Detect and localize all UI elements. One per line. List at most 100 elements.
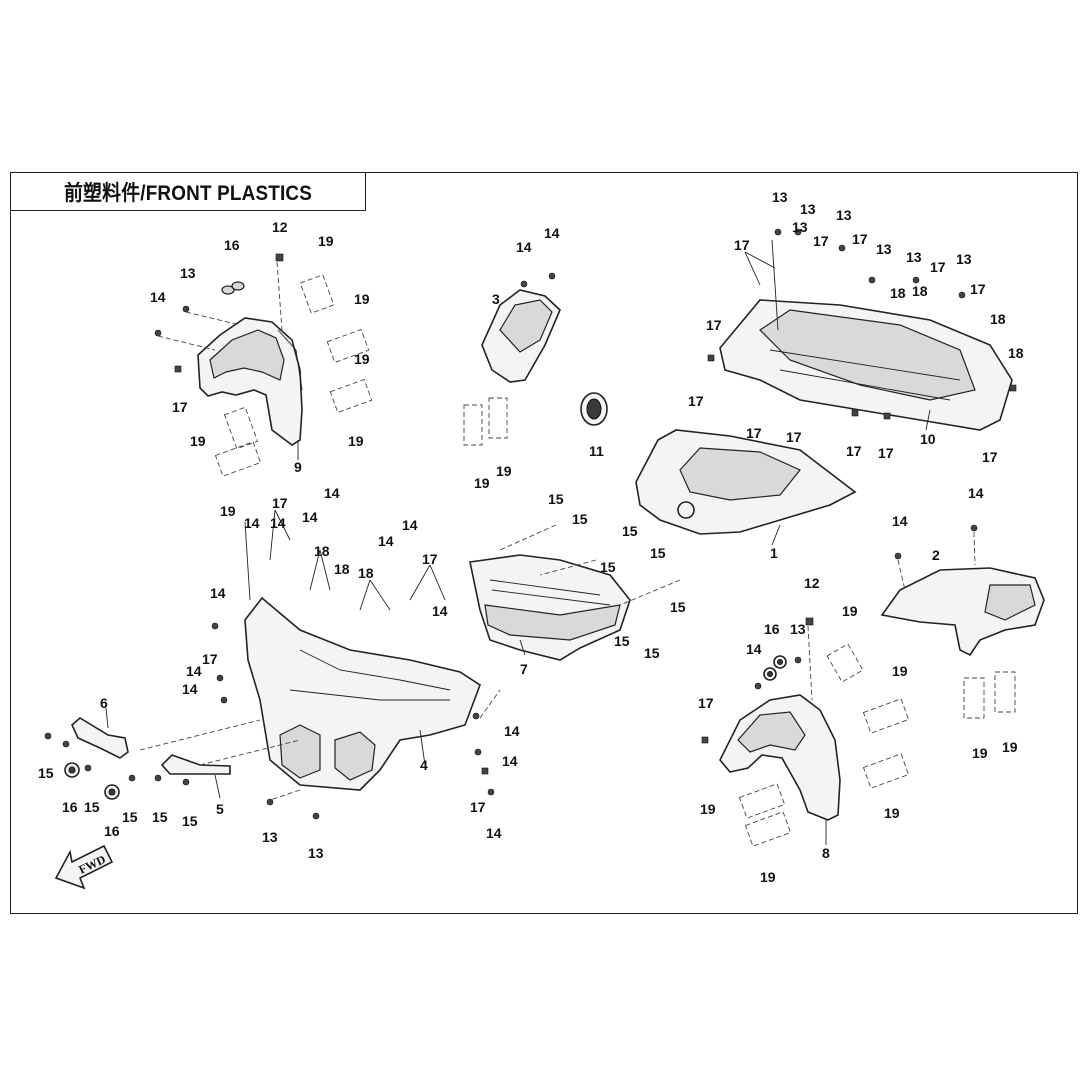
callout-18: 18 [990, 311, 1006, 327]
callout-14: 14 [210, 585, 226, 601]
callout-15: 15 [650, 545, 666, 561]
callout-14: 14 [150, 289, 166, 305]
callout-13: 13 [772, 189, 788, 205]
callout-14: 14 [504, 723, 520, 739]
callout-18: 18 [912, 283, 928, 299]
callout-19: 19 [474, 475, 490, 491]
callout-17: 17 [470, 799, 486, 815]
callout-15: 15 [548, 491, 564, 507]
callout-2: 2 [932, 547, 940, 563]
callout-18: 18 [1008, 345, 1024, 361]
callout-3: 3 [492, 291, 500, 307]
part-right-side-panel [880, 567, 1045, 657]
callout-19: 19 [190, 433, 206, 449]
diagram-frame [10, 172, 1078, 914]
callout-16: 16 [62, 799, 78, 815]
callout-17: 17 [172, 399, 188, 415]
callout-14: 14 [544, 225, 560, 241]
callout-17: 17 [930, 259, 946, 275]
callout-15: 15 [84, 799, 100, 815]
callout-19: 19 [760, 869, 776, 885]
callout-15: 15 [622, 523, 638, 539]
part-front-bumper [244, 596, 481, 791]
callout-13: 13 [180, 265, 196, 281]
callout-15: 15 [122, 809, 138, 825]
callout-17: 17 [786, 429, 802, 445]
title-box: 前塑料件/FRONT PLASTICS [10, 172, 366, 211]
callout-14: 14 [486, 825, 502, 841]
callout-1: 1 [770, 545, 778, 561]
callout-12: 12 [272, 219, 288, 235]
callout-17: 17 [688, 393, 704, 409]
callout-14: 14 [244, 515, 260, 531]
callout-15: 15 [38, 765, 54, 781]
callout-14: 14 [402, 517, 418, 533]
callout-14: 14 [378, 533, 394, 549]
callout-15: 15 [614, 633, 630, 649]
part-emblem [580, 392, 608, 426]
callout-14: 14 [432, 603, 448, 619]
part-storage-tray [719, 299, 1013, 431]
callout-17: 17 [813, 233, 829, 249]
fastener-group-boxes [214, 274, 1016, 847]
callout-18: 18 [890, 285, 906, 301]
callout-19: 19 [318, 233, 334, 249]
callout-13: 13 [956, 251, 972, 267]
callout-labels: 16 12 19 13 14 19 19 17 19 19 9 19 14 14… [38, 189, 1024, 885]
callout-10: 10 [920, 431, 936, 447]
callout-14: 14 [502, 753, 518, 769]
fastener-markers [44, 228, 1017, 820]
callout-14: 14 [892, 513, 908, 529]
callout-13: 13 [308, 845, 324, 861]
callout-15: 15 [152, 809, 168, 825]
diagram-title: 前塑料件/FRONT PLASTICS [63, 181, 313, 205]
callout-7: 7 [520, 661, 528, 677]
callout-19: 19 [842, 603, 858, 619]
callout-14: 14 [968, 485, 984, 501]
callout-19: 19 [220, 503, 236, 519]
callout-19: 19 [700, 801, 716, 817]
callout-19: 19 [354, 351, 370, 367]
callout-13: 13 [836, 207, 852, 223]
callout-16: 16 [764, 621, 780, 637]
callout-17: 17 [422, 551, 438, 567]
callout-19: 19 [972, 745, 988, 761]
callout-17: 17 [846, 443, 862, 459]
callout-17: 17 [852, 231, 868, 247]
callout-14: 14 [746, 641, 762, 657]
callout-14: 14 [186, 663, 202, 679]
callout-5: 5 [216, 801, 224, 817]
callout-14: 14 [324, 485, 340, 501]
callout-15: 15 [670, 599, 686, 615]
callout-17: 17 [734, 237, 750, 253]
callout-19: 19 [354, 291, 370, 307]
callout-14: 14 [302, 509, 318, 525]
callout-17: 17 [982, 449, 998, 465]
callout-13: 13 [906, 249, 922, 265]
callout-16: 16 [224, 237, 240, 253]
callout-19: 19 [1002, 739, 1018, 755]
callout-13: 13 [790, 621, 806, 637]
callout-19: 19 [892, 663, 908, 679]
callout-8: 8 [822, 845, 830, 861]
callout-6: 6 [100, 695, 108, 711]
part-right-fender [719, 694, 841, 821]
part-left-fender [197, 317, 303, 446]
callout-15: 15 [182, 813, 198, 829]
grommets [64, 281, 787, 800]
callout-18: 18 [314, 543, 330, 559]
assembly-lines [139, 261, 976, 801]
callout-14: 14 [516, 239, 532, 255]
callout-17: 17 [970, 281, 986, 297]
fwd-label: FWD [76, 852, 108, 877]
callout-12: 12 [804, 575, 820, 591]
callout-13: 13 [262, 829, 278, 845]
callout-13: 13 [876, 241, 892, 257]
part-front-hood [635, 429, 857, 535]
callout-16: 16 [104, 823, 120, 839]
callout-17: 17 [706, 317, 722, 333]
callout-13: 13 [800, 201, 816, 217]
callout-17: 17 [272, 495, 288, 511]
callout-18: 18 [334, 561, 350, 577]
leader-lines [105, 239, 931, 845]
